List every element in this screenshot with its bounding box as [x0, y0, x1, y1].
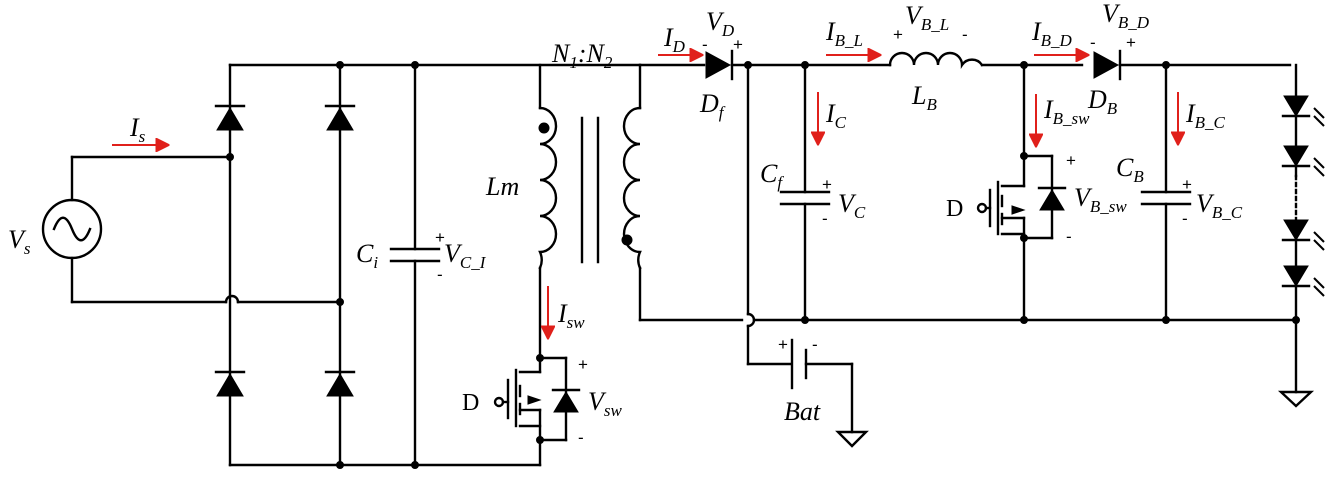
- vbl-plus: +: [893, 25, 903, 44]
- gate-2-label: D: [946, 196, 963, 222]
- ground-icon: [835, 430, 869, 448]
- vci-minus: -: [437, 265, 443, 284]
- vs-label: Vs: [8, 225, 31, 258]
- ibl-label: IB_L: [825, 17, 863, 50]
- id-label: ID: [663, 23, 686, 56]
- cb-label: CB: [1116, 153, 1144, 186]
- vc-plus: +: [822, 175, 832, 194]
- mosfet-icon: [976, 63, 1067, 324]
- mosfet-icon: [493, 354, 581, 467]
- vbl-minus: -: [962, 25, 968, 44]
- ibsw-label: IB_sw: [1043, 95, 1090, 128]
- vsw-label: Vsw: [588, 387, 623, 420]
- bat-plus: +: [778, 335, 788, 354]
- vsw-minus: -: [578, 428, 584, 447]
- diode-icon: [214, 104, 246, 131]
- vd-plus: +: [733, 35, 743, 54]
- vbl-label: VB_L: [905, 1, 949, 34]
- is-label: Is: [129, 113, 146, 146]
- battery-icon: [790, 338, 854, 434]
- vbd-plus: +: [1126, 33, 1136, 52]
- diode-icon: [705, 49, 734, 81]
- vbc-plus: +: [1182, 175, 1192, 194]
- led-icon: [1281, 95, 1325, 127]
- df-label: Df: [699, 89, 726, 122]
- capacitor-icon: [389, 61, 441, 469]
- diode-icon: [1093, 49, 1122, 81]
- transformer-icon: [538, 63, 642, 362]
- led-icon: [1281, 219, 1325, 251]
- vc-label: VC: [838, 189, 866, 222]
- vc-minus: -: [822, 209, 828, 228]
- vci-plus: +: [435, 228, 445, 247]
- vd-label: VD: [706, 7, 735, 40]
- vci-label: VC_I: [444, 239, 487, 272]
- vsw-plus: +: [578, 355, 588, 374]
- bat-label: Bat: [784, 397, 821, 426]
- lm-label: Lm: [485, 172, 519, 201]
- db-label: DB: [1087, 85, 1118, 118]
- vbc-label: VB_C: [1196, 189, 1243, 222]
- ac-source-icon: [41, 155, 342, 304]
- vd-minus: -: [702, 35, 708, 54]
- diode-icon: [214, 370, 246, 397]
- capacitor-icon: [779, 63, 831, 324]
- ibd-label: IB_D: [1031, 17, 1073, 50]
- diode-icon: [324, 370, 356, 397]
- gate-1-label: D: [462, 390, 479, 416]
- bat-minus: -: [812, 335, 818, 354]
- vbd-minus: -: [1090, 33, 1096, 52]
- diode-icon: [324, 104, 356, 131]
- isw-label: Isw: [557, 299, 585, 332]
- ic-label: IC: [825, 99, 847, 132]
- vbsw-plus: +: [1066, 151, 1076, 170]
- led-icon: [1281, 145, 1325, 177]
- inductor-icon: [888, 51, 1084, 69]
- vbd-label: VB_D: [1102, 0, 1150, 32]
- vbsw-label: VB_sw: [1074, 183, 1127, 216]
- lb-label: LB: [911, 81, 937, 114]
- capacitor-icon: [1140, 63, 1192, 324]
- bridge-rectifier: [226, 61, 642, 469]
- ci-label: Ci: [356, 239, 378, 272]
- led-icon: [1281, 265, 1325, 297]
- ibc-label: IB_C: [1185, 99, 1226, 132]
- ground-icon: [1277, 390, 1315, 408]
- turns-ratio-label: N1:N2: [551, 39, 613, 72]
- vbsw-minus: -: [1066, 227, 1072, 246]
- cf-label: Cf: [760, 159, 784, 192]
- vbc-minus: -: [1182, 209, 1188, 228]
